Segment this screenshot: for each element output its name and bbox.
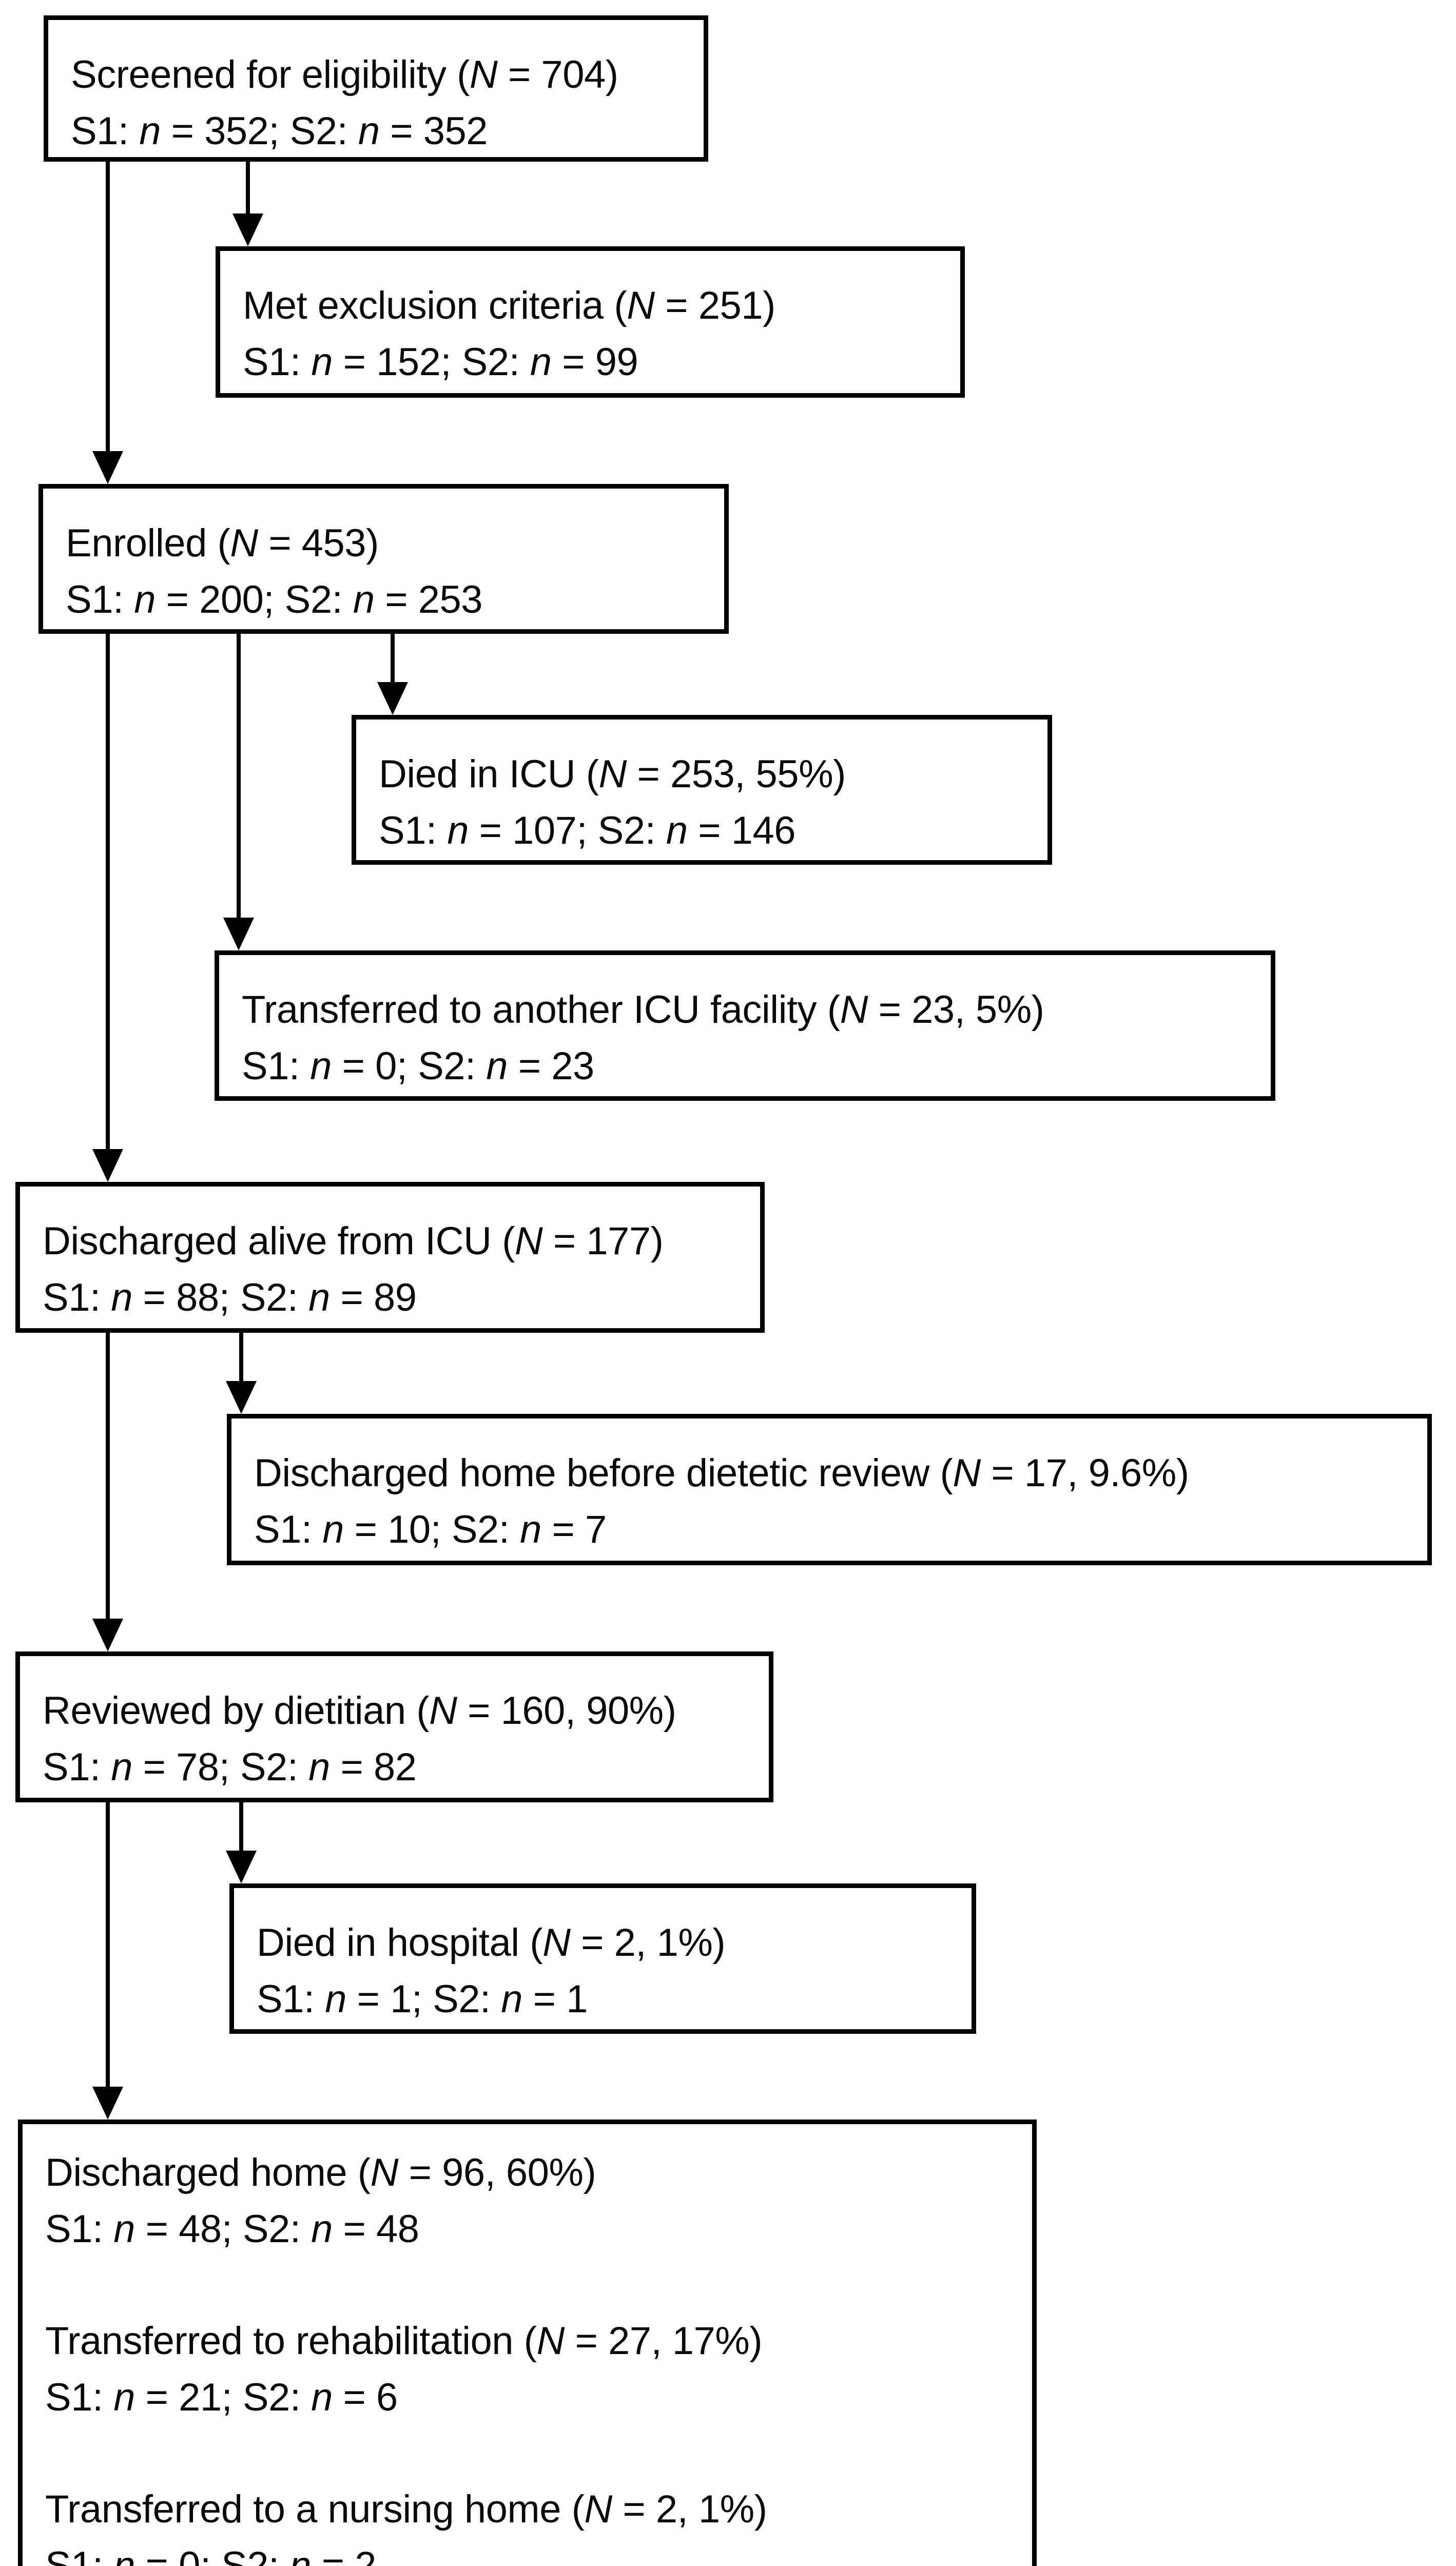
- box-text-line: S1: n = 107; S2: n = 146: [379, 809, 796, 852]
- box-text-line: S1: n = 10; S2: n = 7: [254, 1508, 607, 1551]
- box-text-line: S1: n = 21; S2: n = 6: [45, 2376, 398, 2419]
- box-text-line: S1: n = 88; S2: n = 89: [43, 1276, 417, 1319]
- box-reviewed-by-dietitian: Reviewed by dietitian (N = 160, 90%) S1:…: [15, 1651, 773, 1802]
- connector-discharged-alive-to-home-before-review: [239, 1333, 243, 1381]
- box-text-line: S1: n = 1; S2: n = 1: [257, 1977, 588, 2021]
- connector-enrolled-to-transferred-icu: [237, 634, 241, 918]
- box-transferred-to-another-icu-facility: Transferred to another ICU facility (N =…: [215, 950, 1275, 1101]
- arrow-down-icon: [377, 682, 408, 715]
- box-text-line: Died in hospital (N = 2, 1%): [257, 1921, 726, 1965]
- outcome-discharged-home: Discharged home (N = 96, 60%) S1: n = 48…: [45, 2145, 1018, 2258]
- arrow-down-icon: [92, 1619, 123, 1651]
- box-text-line: Met exclusion criteria (N = 251): [243, 284, 775, 327]
- box-died-in-icu: Died in ICU (N = 253, 55%) S1: n = 107; …: [352, 715, 1052, 865]
- arrow-down-icon: [92, 2087, 123, 2120]
- connector-reviewed-to-died-hospital: [239, 1802, 243, 1851]
- box-text-line: Discharged alive from ICU (N = 177): [43, 1219, 664, 1263]
- connector-reviewed-to-outcomes: [106, 1802, 110, 2087]
- box-met-exclusion-criteria: Met exclusion criteria (N = 251) S1: n =…: [216, 246, 965, 398]
- box-text-line: S1: n = 352; S2: n = 352: [71, 109, 488, 153]
- box-text-line: Discharged home before dietetic review (…: [254, 1451, 1189, 1495]
- box-text-line: S1: n = 48; S2: n = 48: [45, 2207, 419, 2251]
- arrow-down-icon: [92, 451, 123, 484]
- box-text-line: Transferred to another ICU facility (N =…: [242, 988, 1044, 1032]
- box-text-line: Screened for eligibility (N = 704): [71, 53, 618, 96]
- box-text-line: S1: n = 0; S2: n = 2: [45, 2544, 376, 2566]
- box-text-line: S1: n = 200; S2: n = 253: [66, 578, 483, 621]
- box-text-line: Died in ICU (N = 253, 55%): [379, 752, 846, 796]
- box-text-line: Transferred to a nursing home (N = 2, 1%…: [45, 2487, 767, 2531]
- box-text-line: Transferred to rehabilitation (N = 27, 1…: [45, 2319, 763, 2363]
- box-discharged-home-before-dietetic-review: Discharged home before dietetic review (…: [227, 1414, 1432, 1565]
- connector-discharged-alive-to-reviewed: [106, 1333, 110, 1619]
- box-screened-for-eligibility: Screened for eligibility (N = 704) S1: n…: [44, 15, 708, 162]
- box-text-line: S1: n = 0; S2: n = 23: [242, 1044, 594, 1088]
- box-discharged-alive-from-icu: Discharged alive from ICU (N = 177) S1: …: [15, 1182, 765, 1333]
- outcome-transferred-nursing-home: Transferred to a nursing home (N = 2, 1%…: [45, 2481, 1018, 2566]
- box-text-line: Reviewed by dietitian (N = 160, 90%): [43, 1689, 676, 1733]
- box-text-line: Discharged home (N = 96, 60%): [45, 2151, 596, 2194]
- box-enrolled: Enrolled (N = 453) S1: n = 200; S2: n = …: [38, 484, 729, 634]
- arrow-down-icon: [226, 1851, 257, 1883]
- arrow-down-icon: [232, 213, 263, 246]
- box-hospital-discharge-outcomes: Discharged home (N = 96, 60%) S1: n = 48…: [18, 2120, 1037, 2566]
- box-text-line: S1: n = 78; S2: n = 82: [43, 1745, 417, 1789]
- connector-screened-to-met-exclusion: [246, 161, 250, 213]
- box-text-line: S1: n = 152; S2: n = 99: [243, 340, 638, 384]
- outcome-transferred-rehabilitation: Transferred to rehabilitation (N = 27, 1…: [45, 2313, 1018, 2426]
- arrow-down-icon: [223, 918, 254, 950]
- box-text-line: Enrolled (N = 453): [66, 521, 379, 565]
- connector-enrolled-to-discharged-alive: [106, 634, 110, 1149]
- arrow-down-icon: [226, 1381, 257, 1414]
- connector-screened-to-enrolled: [106, 161, 110, 451]
- box-died-in-hospital: Died in hospital (N = 2, 1%) S1: n = 1; …: [229, 1883, 976, 2034]
- arrow-down-icon: [92, 1149, 123, 1182]
- connector-enrolled-to-died-icu: [391, 634, 395, 682]
